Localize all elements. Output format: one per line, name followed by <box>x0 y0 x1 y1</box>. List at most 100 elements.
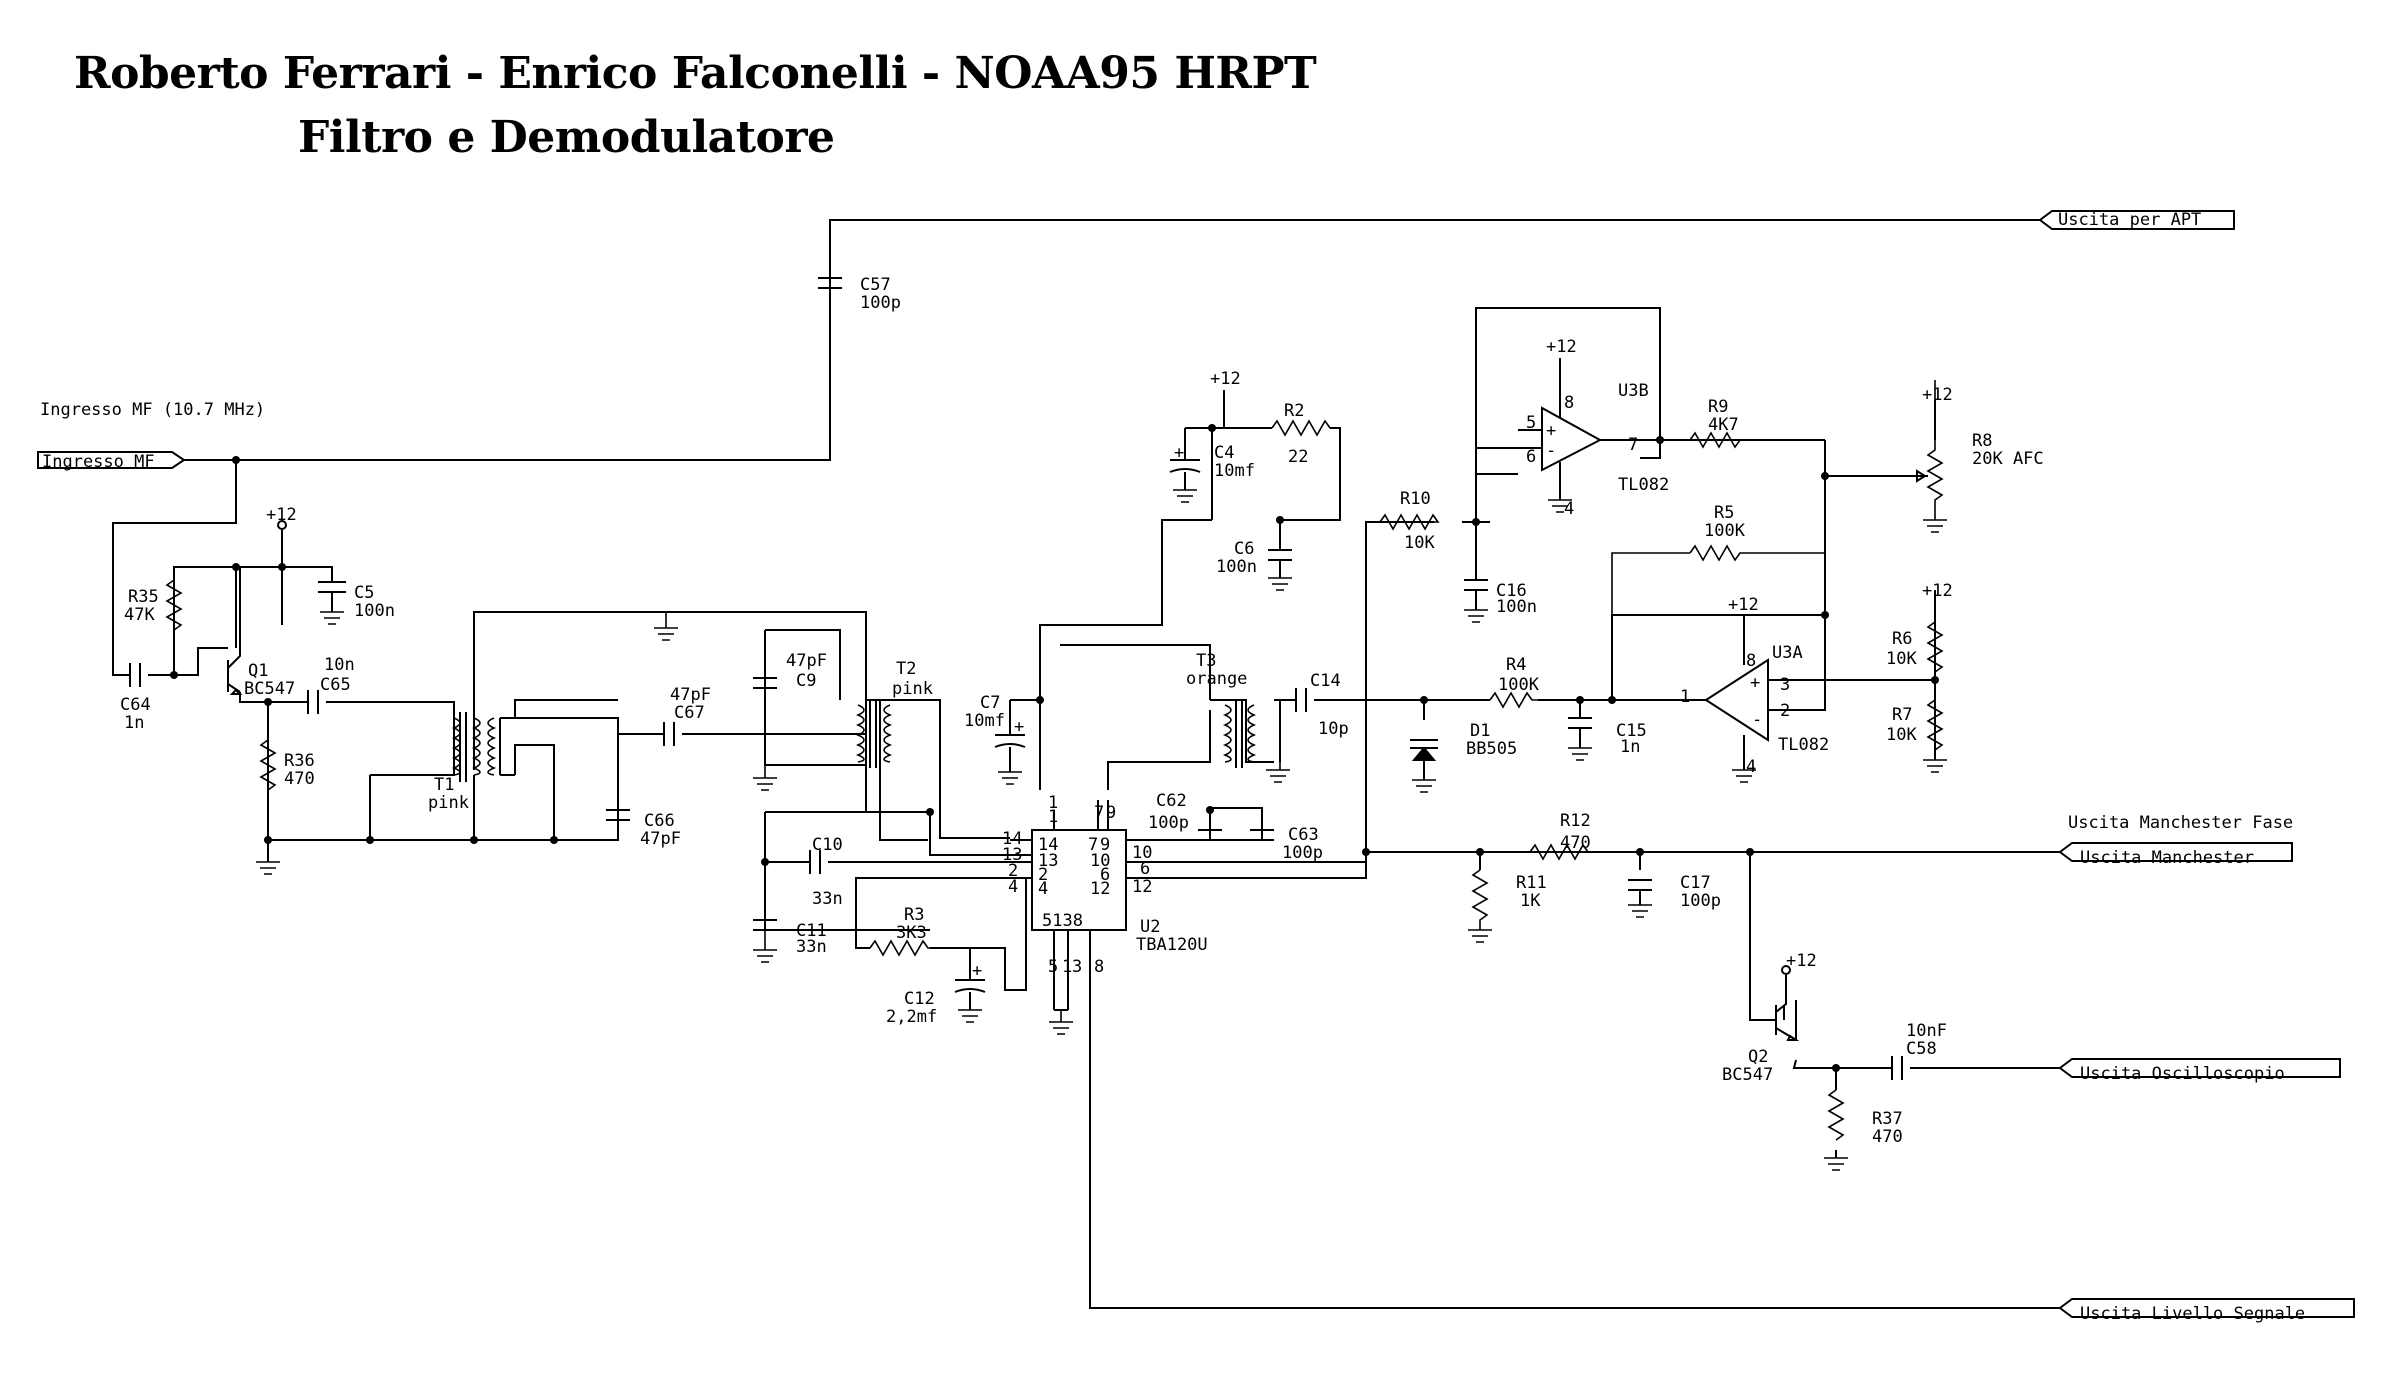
value-r8: 20K AFC <box>1972 449 2044 469</box>
pin-label: 6 <box>1140 859 1150 879</box>
ic-u2 <box>1010 800 1140 931</box>
supply-label: +12 <box>1728 595 1759 615</box>
value-t2: pink <box>892 679 933 699</box>
transistor-q1 <box>227 567 243 695</box>
junction <box>550 836 558 844</box>
ref-c7: C7 <box>980 693 1000 713</box>
ref-r7: R7 <box>1892 705 1912 725</box>
pin-label: 4 <box>1564 499 1574 519</box>
pin-label: 6 <box>1100 865 1110 885</box>
ground-symbol <box>1412 779 1436 793</box>
pin-label: 10 <box>1090 851 1110 871</box>
value-r7: 10K <box>1886 725 1917 745</box>
ref-c6: C6 <box>1234 539 1254 559</box>
labels: Uscita per APT Ingresso MF Ingresso MF (… <box>40 210 2305 1324</box>
value-q2: BC547 <box>1722 1065 1773 1085</box>
resistor-r9 <box>1689 431 1750 449</box>
ref-r10: R10 <box>1400 489 1431 509</box>
pin-label: 7 <box>1628 435 1638 455</box>
supply-label: +12 <box>1546 337 1577 357</box>
junction <box>1746 848 1754 856</box>
capacitor-c4 <box>1169 427 1212 490</box>
value-u2: TBA120U <box>1136 935 1208 955</box>
varactor-d1 <box>1410 739 1438 761</box>
ic-body-label: 5138 <box>1042 911 1083 931</box>
pin-label: 4 <box>1038 879 1048 899</box>
svg-text:-: - <box>1546 441 1556 461</box>
value-c7: 10mf <box>964 711 1005 731</box>
ground-symbol <box>1173 489 1197 503</box>
port-label-manchester-fase: Uscita Manchester Fase <box>2068 813 2293 833</box>
ref-r35: R35 <box>128 587 159 607</box>
value-t1: pink <box>428 793 469 813</box>
resistor-r2 <box>1271 419 1331 437</box>
ground-symbol <box>1049 1010 1073 1035</box>
value-u3b: TL082 <box>1618 475 1669 495</box>
junction <box>761 858 769 866</box>
pin-label: 4 <box>1746 757 1756 777</box>
ground-symbol <box>1548 499 1572 513</box>
port-oscilloscopio <box>2058 1058 2341 1078</box>
capacitor-c66 <box>606 809 630 821</box>
ref-r8: R8 <box>1972 431 1992 451</box>
value-c66: 47pF <box>640 829 681 849</box>
junction <box>264 698 272 706</box>
value-c62: 100p <box>1148 813 1189 833</box>
ground-symbol <box>1464 609 1488 623</box>
capacitor-c17 <box>1628 879 1652 905</box>
value-c63: 100p <box>1282 843 1323 863</box>
value-r36: 470 <box>284 769 315 789</box>
supply-label: +12 <box>1786 951 1817 971</box>
ref-c5: C5 <box>354 583 374 603</box>
pin-label: 1 <box>1062 957 1072 977</box>
junction <box>264 836 272 844</box>
opamp-u3a: + - <box>1690 640 1769 770</box>
pin-label: 2 <box>1008 861 1018 881</box>
value-q1: BC547 <box>244 679 295 699</box>
value-c11: 33n <box>796 937 827 957</box>
svg-text:+: + <box>972 961 982 981</box>
value-c64: 1n <box>124 713 144 733</box>
value-t3: orange <box>1186 669 1247 689</box>
resistor-r10 <box>1379 513 1440 531</box>
resistor-r8 <box>1926 440 1944 520</box>
ground-symbol <box>1923 519 1947 533</box>
pin-label: 1 <box>1048 793 1058 813</box>
ground-symbol <box>753 765 777 791</box>
pin-label: 8 <box>1564 393 1574 413</box>
port-label-apt: Uscita per APT <box>2058 210 2201 230</box>
resistor-r4 <box>1489 691 1538 709</box>
pin-label: 7 <box>1088 835 1098 855</box>
diagram-title: Roberto Ferrari - Enrico Falconelli - NO… <box>74 48 1317 99</box>
junction <box>1206 806 1214 814</box>
value-r9: 4K7 <box>1708 415 1739 435</box>
capacitor-c16 <box>1464 579 1488 610</box>
transformer-t3 <box>1222 700 1257 768</box>
port-flags <box>37 210 2355 1318</box>
ground-symbol <box>1732 769 1756 783</box>
capacitor-c57 <box>818 220 842 460</box>
value-r12: 470 <box>1560 833 1591 853</box>
capacitor-c64 <box>129 663 141 687</box>
ref-c63: C63 <box>1288 825 1319 845</box>
ground-symbol <box>1824 1157 1848 1171</box>
junction <box>1821 611 1829 619</box>
capacitor-c14 <box>1295 688 1307 712</box>
resistor-r12 <box>1529 843 1589 861</box>
pin-label: 1 <box>1680 687 1690 707</box>
transformers <box>451 700 1257 782</box>
capacitor-c67 <box>663 722 675 746</box>
pin-label: 4 <box>1008 877 1018 897</box>
junction <box>470 836 478 844</box>
ground-symbol <box>958 1009 982 1023</box>
port-label-ingresso: Ingresso MF <box>42 452 155 472</box>
resistor-r7 <box>1926 699 1944 760</box>
ref-u3a: U3A <box>1772 643 1803 663</box>
pin-label: 2 <box>1038 865 1048 885</box>
port-manchester <box>2058 842 2293 862</box>
junction <box>1420 696 1428 704</box>
value-c4: 10mf <box>1214 461 1255 481</box>
supply-terminals <box>277 358 1936 640</box>
capacitors <box>129 220 1903 1080</box>
transformer-t2 <box>855 700 893 768</box>
